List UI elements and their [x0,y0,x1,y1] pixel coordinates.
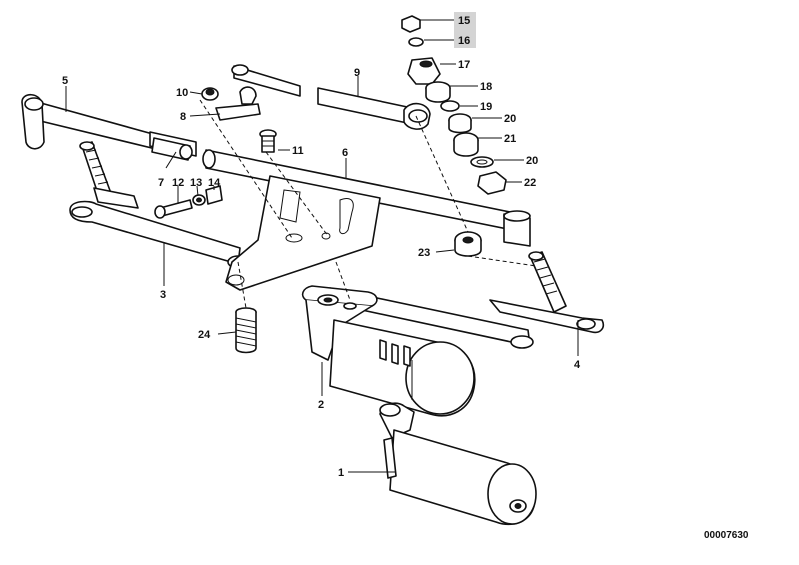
callout-8[interactable]: 8 [180,111,186,123]
pivot-hardware-stack [401,15,507,195]
motor-with-bracket [301,285,476,417]
callout-6[interactable]: 6 [342,147,348,159]
callout-11[interactable]: 11 [292,145,304,157]
wiper-motor [379,402,537,526]
callout-17[interactable]: 17 [458,59,470,71]
bushing-7 [151,137,193,161]
callout-labels: 1 2 3 4 5 6 7 8 9 10 11 12 13 14 15 16 1… [62,15,581,479]
callout-22[interactable]: 22 [524,177,536,189]
upper-link-rod [231,64,431,130]
callout-10[interactable]: 10 [176,87,188,99]
bolt-11 [259,129,277,153]
callout-2[interactable]: 2 [318,399,324,411]
left-pivot-spindle [79,141,139,209]
right-pivot-spindle [528,251,567,313]
callout-9[interactable]: 9 [354,67,360,79]
callout-leaders [65,19,579,473]
callout-18[interactable]: 18 [480,81,492,93]
callout-20-lower[interactable]: 20 [526,155,538,167]
assembly-guide-lines [199,99,537,309]
callout-16[interactable]: 16 [458,35,470,47]
spring-24 [235,307,257,354]
callout-24[interactable]: 24 [198,329,211,341]
callout-13[interactable]: 13 [190,177,202,189]
callout-15[interactable]: 15 [458,15,470,27]
callout-21[interactable]: 21 [504,133,516,145]
callout-5[interactable]: 5 [62,75,68,87]
callout-7[interactable]: 7 [158,177,164,189]
callout-20-upper[interactable]: 20 [504,113,516,125]
crank-bracket [201,86,261,121]
callout-19[interactable]: 19 [480,101,492,113]
screw-nut-clip-set [154,185,223,219]
highlight-box-15 [454,12,476,48]
right-lower-rod [329,287,605,349]
callout-1[interactable]: 1 [338,467,344,479]
callout-12[interactable]: 12 [172,177,184,189]
callout-4[interactable]: 4 [574,359,581,371]
main-mounting-frame [202,149,531,291]
callout-14[interactable]: 14 [208,177,221,189]
callout-23[interactable]: 23 [418,247,430,259]
callout-3[interactable]: 3 [160,289,166,301]
diagram-reference-number: 00007630 [704,530,749,541]
grommet-23 [454,231,482,257]
